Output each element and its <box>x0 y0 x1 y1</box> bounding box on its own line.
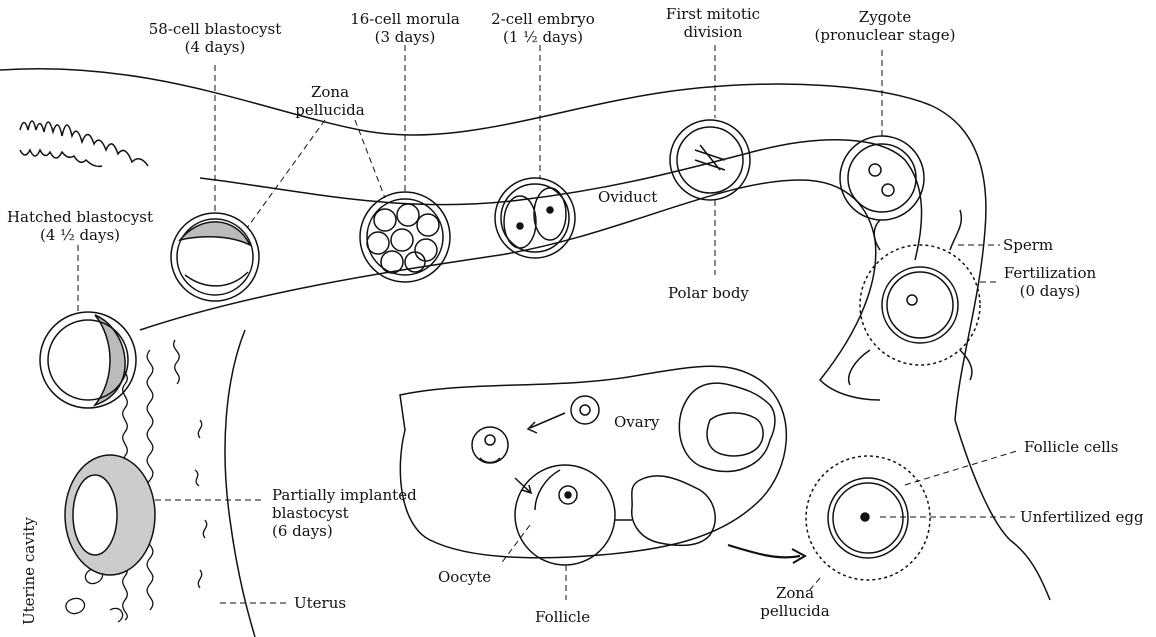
label-zona-top-line2: pellucida <box>285 101 375 119</box>
label-hatched-blastocyst: Hatched blastocyst (4 ½ days) <box>5 208 155 244</box>
label-uterus: Uterus <box>294 594 346 612</box>
corpus-luteum <box>679 383 775 471</box>
label-16-cell-morula: 16-cell morula (3 days) <box>340 10 470 46</box>
label-zona-bottom-line1: Zona <box>745 584 845 602</box>
label-58-cell-blastocyst: 58-cell blastocyst (4 days) <box>135 20 295 56</box>
label-16-cell-morula-line2: (3 days) <box>340 28 470 46</box>
zygote-pronuclear <box>840 136 924 220</box>
label-first-mitotic-line1: First mitotic <box>648 5 778 23</box>
partially-implanted-blastocyst <box>65 455 155 575</box>
ovary-primary-follicle <box>571 396 599 424</box>
label-uterine-cavity: Uterine cavity <box>20 517 38 625</box>
follicle-oocyte-structure <box>515 465 615 565</box>
label-partially-line2: blastocyst <box>272 504 417 522</box>
label-zona-top-line1: Zona <box>285 83 375 101</box>
label-fertilization-line2: (0 days) <box>995 282 1105 300</box>
label-hatched-line2: (4 ½ days) <box>5 226 155 244</box>
label-unfertilized-egg: Unfertilized egg <box>1020 508 1144 526</box>
oviduct-lower-wall <box>140 180 880 400</box>
label-oocyte: Oocyte <box>438 568 491 586</box>
ovary-arrow-1 <box>530 413 565 428</box>
embryo-2-cell <box>495 178 575 258</box>
label-2-cell-embryo-line1: 2-cell embryo <box>478 10 608 28</box>
upper-fimbriae-2 <box>20 150 102 166</box>
label-16-cell-morula-line1: 16-cell morula <box>340 10 470 28</box>
label-partially-implanted-blastocyst: Partially implanted blastocyst (6 days) <box>272 486 417 540</box>
label-sperm: Sperm <box>1003 236 1053 254</box>
label-first-mitotic-division: First mitotic division <box>648 5 778 41</box>
label-58-cell-blastocyst-line2: (4 days) <box>135 38 295 56</box>
label-follicle: Follicle <box>535 608 590 626</box>
label-zygote-line1: Zygote <box>805 8 965 26</box>
label-hatched-line1: Hatched blastocyst <box>5 208 155 226</box>
morula-16-cell <box>360 192 450 282</box>
label-zygote-line2: (pronuclear stage) <box>805 26 965 44</box>
label-partially-line1: Partially implanted <box>272 486 417 504</box>
label-polar-body: Polar body <box>668 284 749 302</box>
blastocyst-58-cell <box>171 213 259 301</box>
label-2-cell-embryo: 2-cell embryo (1 ½ days) <box>478 10 608 46</box>
leader-lines <box>78 45 1020 603</box>
ovulation-arrow <box>728 545 800 557</box>
fertilization-egg <box>849 210 980 385</box>
label-2-cell-embryo-line2: (1 ½ days) <box>478 28 608 46</box>
label-zona-pellucida-bottom: Zona pellucida <box>745 584 845 620</box>
unfertilized-egg <box>806 456 930 580</box>
label-zona-bottom-line2: pellucida <box>745 602 845 620</box>
label-first-mitotic-line2: division <box>648 23 778 41</box>
label-ovary: Ovary <box>614 413 659 431</box>
upper-fimbriae <box>20 121 148 166</box>
label-follicle-cells: Follicle cells <box>1024 438 1118 456</box>
label-oviduct: Oviduct <box>598 188 657 206</box>
hatched-blastocyst <box>40 312 136 408</box>
oviduct-upper-wall <box>0 69 986 420</box>
label-zygote: Zygote (pronuclear stage) <box>805 8 965 44</box>
first-mitotic-division <box>670 120 750 200</box>
label-58-cell-blastocyst-line1: 58-cell blastocyst <box>135 20 295 38</box>
label-zona-pellucida-top: Zona pellucida <box>285 83 375 119</box>
ovary-outline <box>400 366 786 558</box>
label-partially-line3: (6 days) <box>272 522 417 540</box>
label-fertilization: Fertilization (0 days) <box>995 264 1105 300</box>
uterus-wall <box>225 330 255 637</box>
corpus-luteum-inner <box>707 413 763 456</box>
label-fertilization-line1: Fertilization <box>995 264 1105 282</box>
